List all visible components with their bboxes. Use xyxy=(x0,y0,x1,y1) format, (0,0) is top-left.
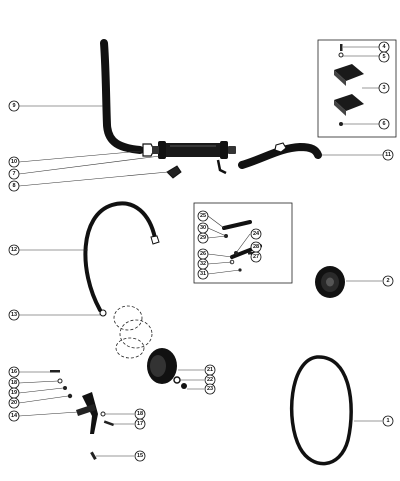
svg-text:30: 30 xyxy=(200,225,206,231)
svg-text:29: 29 xyxy=(200,235,206,241)
washer-part-22 xyxy=(173,376,181,384)
svg-text:20: 20 xyxy=(11,400,17,406)
callout-11: 11 xyxy=(382,149,394,161)
svg-text:4: 4 xyxy=(382,44,386,50)
screw-part-4 xyxy=(340,44,343,51)
svg-text:23: 23 xyxy=(207,386,213,392)
svg-text:5: 5 xyxy=(382,54,385,60)
callout-26: 26 xyxy=(197,248,209,260)
svg-text:32: 32 xyxy=(200,261,206,267)
svg-text:10: 10 xyxy=(11,159,17,165)
hose-part-9 xyxy=(100,39,144,154)
callout-4: 4 xyxy=(378,41,390,53)
svg-text:1: 1 xyxy=(386,418,389,424)
svg-text:25: 25 xyxy=(200,213,206,219)
washer-part-18 xyxy=(57,378,63,384)
callout-12: 12 xyxy=(8,244,20,256)
bracket-part-14 xyxy=(76,392,98,434)
inset-frame-middle xyxy=(193,202,293,284)
inset-frame-upper xyxy=(317,39,397,138)
callout-29: 29 xyxy=(197,232,209,244)
svg-text:15: 15 xyxy=(137,453,143,459)
svg-text:18: 18 xyxy=(137,411,143,417)
svg-text:14: 14 xyxy=(11,413,18,419)
clamp-part-13 xyxy=(99,309,107,317)
svg-text:31: 31 xyxy=(200,271,206,277)
svg-text:7: 7 xyxy=(12,171,15,177)
washer-part-5 xyxy=(338,52,344,58)
callout-31: 31 xyxy=(197,268,209,280)
callout-30: 30 xyxy=(197,222,209,234)
svg-text:22: 22 xyxy=(207,377,213,383)
callout-18: 18 xyxy=(134,408,146,420)
svg-text:3: 3 xyxy=(382,85,385,91)
hose-part-12 xyxy=(83,201,157,312)
callout-20: 20 xyxy=(8,397,20,409)
svg-text:8: 8 xyxy=(12,183,15,189)
svg-text:17: 17 xyxy=(137,421,143,427)
callout-23: 23 xyxy=(204,383,216,395)
callout-16: 16 xyxy=(8,366,20,378)
callout-5: 5 xyxy=(378,51,390,63)
svg-text:28: 28 xyxy=(253,244,259,250)
callout-21: 21 xyxy=(204,364,216,376)
belt-part-1 xyxy=(289,355,353,466)
callout-6: 6 xyxy=(378,118,390,130)
svg-text:2: 2 xyxy=(386,278,389,284)
svg-text:13: 13 xyxy=(11,312,17,318)
washer-part-18b xyxy=(100,411,106,417)
callout-3: 3 xyxy=(378,82,390,94)
callout-8: 8 xyxy=(8,180,20,192)
svg-text:9: 9 xyxy=(12,103,15,109)
svg-text:12: 12 xyxy=(11,247,17,253)
nut-part-23 xyxy=(181,383,187,389)
hose-clamp-part-11 xyxy=(274,142,287,153)
bolt-part-16 xyxy=(50,370,60,373)
bolt-part-17 xyxy=(103,420,115,427)
callout-24: 24 xyxy=(250,228,262,240)
leader-lines xyxy=(18,46,383,457)
svg-text:21: 21 xyxy=(207,367,213,373)
callout-28: 28 xyxy=(250,241,262,253)
callout-25: 25 xyxy=(197,210,209,222)
callout-1: 1 xyxy=(382,415,394,427)
callout-14: 14 xyxy=(8,410,20,422)
water-pump-outline xyxy=(113,305,153,359)
hose-part-11 xyxy=(238,142,322,169)
svg-text:26: 26 xyxy=(200,251,206,257)
pulley-part-2 xyxy=(315,266,345,298)
screw-part-15 xyxy=(90,451,97,460)
callout-17: 17 xyxy=(134,418,146,430)
svg-text:19: 19 xyxy=(11,390,17,396)
callout-2: 2 xyxy=(382,275,394,287)
pulley-part-21 xyxy=(147,348,177,384)
svg-text:11: 11 xyxy=(385,152,391,158)
callout-32: 32 xyxy=(197,258,209,270)
svg-text:6: 6 xyxy=(382,121,385,127)
callout-18-left: 18 xyxy=(8,377,20,389)
svg-text:27: 27 xyxy=(253,254,259,260)
callout-9: 9 xyxy=(8,100,20,112)
nut-part-6 xyxy=(339,122,343,126)
nut-part-20 xyxy=(67,393,73,399)
bracket-part-3 xyxy=(334,64,364,116)
callout-13: 13 xyxy=(8,309,20,321)
callout-22: 22 xyxy=(204,374,216,386)
callout-7: 7 xyxy=(8,168,20,180)
svg-text:16: 16 xyxy=(11,369,17,375)
elbow-fitting-part-8 xyxy=(166,165,182,179)
svg-text:24: 24 xyxy=(253,231,260,237)
callout-19: 19 xyxy=(8,387,20,399)
hose-end-part-12 xyxy=(150,235,160,245)
svg-text:18: 18 xyxy=(11,380,17,386)
lockwasher-part-19 xyxy=(63,386,67,390)
cooler-part-7 xyxy=(152,141,236,175)
callout-27: 27 xyxy=(250,251,262,263)
callout-10: 10 xyxy=(8,156,20,168)
callout-15: 15 xyxy=(134,450,146,462)
